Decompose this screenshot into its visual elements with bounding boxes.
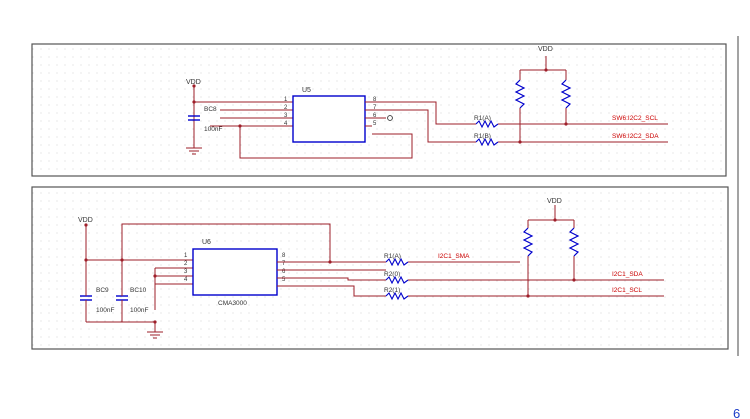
top-right-wires [372,56,668,143]
bottom-series-resistor-3-label: R2(1) [384,287,400,294]
top-vdd-right-dot [544,68,548,72]
bottom-panel: VDD BC9 100nF BC10 [31,186,729,350]
top-series-resistor-2[interactable] [475,137,499,147]
bottom-junction-scl [526,294,530,298]
top-pullup-resistor-1[interactable] [514,79,526,109]
top-ic-pin-2: 2 [284,105,288,111]
bottom-ic-pin-8: 8 [282,253,286,259]
bottom-junction-4 [153,320,157,324]
bottom-ic-part: CMA3000 [218,300,247,307]
bottom-ic-pin-3: 3 [184,269,188,275]
bottom-series-resistor-2[interactable] [385,275,409,285]
top-series-resistor-2-label: R1(B) [474,133,491,140]
top-series-resistor-1-label: R1(A) [474,115,491,122]
bottom-cap1-value: 100nF [96,307,114,314]
top-ic-pin-4: 4 [284,121,288,127]
bottom-junction-3 [153,274,157,278]
top-net-label-scl: SW6:I2C2_SCL [612,115,658,122]
bottom-junction-ic [328,260,332,264]
top-series-resistor-1[interactable] [475,119,499,129]
top-nc-marker [387,115,393,121]
top-vdd-right-label: VDD [538,46,553,53]
bottom-ic-pin-2: 2 [184,261,188,267]
top-ic-pin-7: 7 [373,105,377,111]
bottom-junction-2 [120,258,124,262]
bottom-vdd-right-label: VDD [547,198,562,205]
top-ic-pin-3: 3 [284,113,288,119]
bottom-vdd-right-dot [553,218,557,222]
bottom-right-wires [277,205,664,297]
top-ic-pin-6: 6 [373,113,377,119]
corner-glyph: 6 [733,406,740,419]
top-ground-symbol [186,147,202,155]
bottom-series-resistor-3[interactable] [385,291,409,301]
top-ic-body[interactable] [292,95,366,143]
top-junction-scl [564,122,568,126]
top-junction-2 [238,124,242,128]
bottom-ic-pin-6: 6 [282,269,286,275]
bottom-vdd-left-dot [84,223,88,227]
bottom-panel-frame [31,186,729,350]
top-net-label-sda: SW6:I2C2_SDA [612,133,659,140]
top-ic-pin-8: 8 [373,97,377,103]
top-vdd-left-label: VDD [186,79,201,86]
bottom-series-resistor-1[interactable] [385,257,409,267]
bottom-ic-pin-1: 1 [184,253,188,259]
top-panel: VDD BC8 100nF U5 1 2 3 4 8 7 [31,43,727,177]
top-ic-pin-1: 1 [284,97,288,103]
top-cap-value: 100nF [204,126,222,133]
bottom-pullup-resistor-1[interactable] [522,227,534,257]
bottom-ic-pin-5: 5 [282,277,286,283]
bottom-junction-sda [572,278,576,282]
bottom-ic-pin-4: 4 [184,277,188,283]
bottom-cap2-name: BC10 [130,287,147,294]
top-ic-pin-stubs [365,101,386,127]
top-junction-sda [518,140,522,144]
top-cap-name: BC8 [204,106,217,113]
bottom-wires-left [85,223,331,332]
bottom-net-label-sda: I2C1_SDA [612,271,643,278]
bottom-cap1-name: BC9 [96,287,109,294]
top-ic-name: U5 [302,87,311,94]
bottom-pullup-resistor-2[interactable] [568,227,580,257]
top-vdd-left-dot [192,84,196,88]
bottom-ground-symbol [147,331,163,339]
top-ic-pin-5: 5 [373,121,377,127]
bottom-net-label-sma: I2C1_SMA [438,253,470,260]
bottom-series-resistor-1-label: R1(A) [384,253,401,260]
bottom-ic-name: U6 [202,239,211,246]
top-left-wires [194,101,413,159]
bottom-ic-body[interactable] [192,248,278,296]
bottom-net-label-scl: I2C1_SCL [612,287,642,294]
top-junction-1 [192,100,196,104]
bottom-junction-1 [84,258,88,262]
bottom-ic-pin-7: 7 [282,261,286,267]
bottom-vdd-left-label: VDD [78,217,93,224]
bottom-series-resistor-2-label: R2(0) [384,271,400,278]
top-pullup-resistor-2[interactable] [560,79,572,109]
bottom-cap2-value: 100nF [130,307,148,314]
